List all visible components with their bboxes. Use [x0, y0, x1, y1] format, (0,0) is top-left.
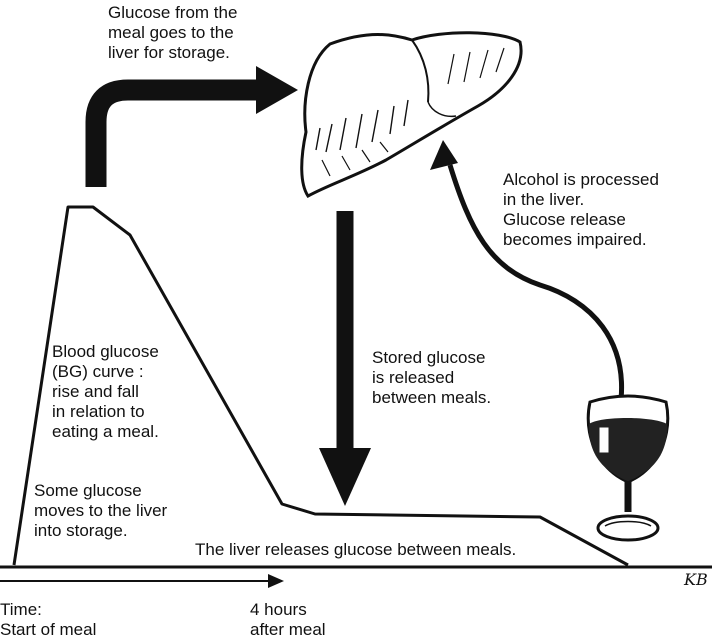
meal-to-liver-line-2: meal goes to the: [108, 23, 234, 42]
alcohol-line-1: Alcohol is processed: [503, 170, 659, 189]
alcohol-label: Alcohol is processed in the liver. Gluco…: [503, 170, 659, 250]
alcohol-to-liver-arrow: [447, 164, 624, 409]
time-arrow-head: [268, 574, 284, 588]
bg-curve-line-4: in relation to: [52, 402, 145, 421]
bg-curve-line-2: (BG) curve :: [52, 362, 144, 381]
some-glucose-line-3: into storage.: [34, 521, 128, 540]
alcohol-to-liver-arrowhead: [430, 140, 458, 170]
stored-glucose-line-2: is released: [372, 368, 455, 387]
stored-glucose-line-1: Stored glucose: [372, 348, 486, 367]
time-start-line-1: Time:: [0, 600, 42, 619]
alcohol-line-4: becomes impaired.: [503, 230, 647, 249]
liver-icon: [300, 31, 523, 198]
time-end-label: 4 hours after meal: [250, 600, 326, 640]
meal-to-liver-arrowhead: [256, 66, 298, 114]
some-glucose-line-1: Some glucose: [34, 481, 142, 500]
bg-curve-line-5: eating a meal.: [52, 422, 159, 441]
time-start-line-2: Start of meal: [0, 620, 97, 639]
stored-glucose-line-3: between meals.: [372, 388, 492, 407]
blood-glucose-curve: [12, 205, 629, 567]
liver-releases-text: The liver releases glucose between meals…: [195, 540, 517, 559]
meal-to-liver-line-1: Glucose from the: [108, 3, 238, 22]
artist-signature: KB: [684, 570, 708, 590]
liver-release-arrowhead: [319, 448, 371, 506]
time-end-line-2: after meal: [250, 620, 326, 639]
some-glucose-line-2: moves to the liver: [34, 501, 168, 520]
bg-curve-line-3: rise and fall: [52, 382, 139, 401]
alcohol-line-3: Glucose release: [503, 210, 626, 229]
artist-signature-text: KB: [684, 570, 708, 589]
meal-to-liver-arrow: [85, 79, 262, 187]
time-start-label: Time: Start of meal: [0, 600, 96, 640]
wine-glass-icon: [586, 394, 670, 542]
meal-to-liver-line-3: liver for storage.: [108, 43, 230, 62]
meal-to-liver-label: Glucose from the meal goes to the liver …: [108, 3, 237, 63]
time-end-line-1: 4 hours: [250, 600, 307, 619]
bg-curve-line-1: Blood glucose: [52, 342, 159, 361]
liver-releases-label: The liver releases glucose between meals…: [195, 540, 516, 560]
bg-curve-label: Blood glucose (BG) curve : rise and fall…: [52, 342, 159, 442]
some-glucose-label: Some glucose moves to the liver into sto…: [34, 481, 167, 541]
alcohol-line-2: in the liver.: [503, 190, 585, 209]
stored-glucose-label: Stored glucose is released between meals…: [372, 348, 491, 408]
